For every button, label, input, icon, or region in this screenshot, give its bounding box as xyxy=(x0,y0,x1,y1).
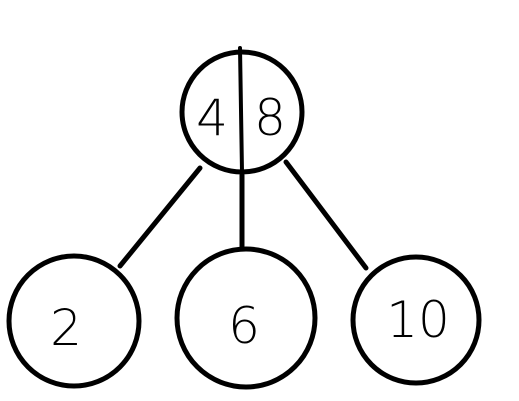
child-key-middle: 6 xyxy=(228,297,260,355)
child-node-left-circle xyxy=(6,253,142,389)
root-node-divider xyxy=(238,46,244,174)
child-node-right-circle xyxy=(350,254,482,386)
child-node-middle: 6 xyxy=(174,246,318,390)
edge-root-to-left xyxy=(117,165,203,269)
child-node-middle-circle xyxy=(174,246,318,390)
child-node-left: 2 xyxy=(6,253,142,389)
root-key-right: 8 xyxy=(254,89,286,147)
child-key-left: 2 xyxy=(50,299,82,357)
root-node: 4 8 xyxy=(179,46,305,175)
root-key-left: 4 xyxy=(196,89,228,147)
edge-root-to-right xyxy=(283,159,369,271)
child-node-right: 10 xyxy=(350,254,482,386)
child-key-right: 10 xyxy=(386,291,450,349)
